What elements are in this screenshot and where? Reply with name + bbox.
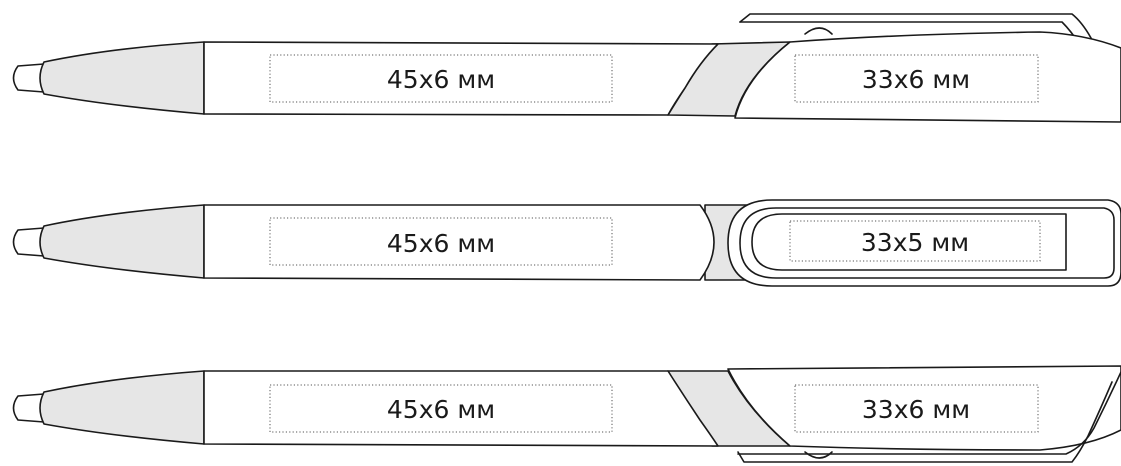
pen-2-barrel [203,204,715,281]
pen-1-barrel-print-area [269,54,613,103]
pen-2-clip-inner-edge [739,207,1115,279]
pen-2-barrel-print-area [269,217,613,266]
pen-3-barrel [203,370,719,447]
pen-2: 45x6 мм 33x5 мм [12,199,1121,287]
pen-3-cap [727,365,1121,451]
pen-3: 45x6 мм 33x6 мм [12,365,1121,463]
pen-1-clip-dimension-label: 33x6 мм [862,65,970,94]
pen-2-clip-plate [751,213,1067,271]
pen-1: 45x6 мм 33x6 мм [12,13,1121,123]
pen-1-nose-cone [39,41,205,115]
pen-2-clip-dimension-label: 33x5 мм [861,228,969,257]
pen-3-clip-inner [737,371,1121,455]
pen-3-clip-dimension-label: 33x6 мм [862,395,970,424]
pen-3-barrel-dimension-label: 45x6 мм [387,395,495,424]
pen-3-clip-print-area [794,384,1039,433]
pen-2-clip-print-area [789,220,1041,262]
pen-2-barrel-dimension-label: 45x6 мм [387,229,495,258]
pen-1-barrel [203,41,719,116]
pen-1-clip-knob [804,27,833,35]
pen-1-clip-print-area [794,54,1039,103]
pen-1-cap [734,31,1121,123]
pen-2-nose-cone [39,204,205,279]
pen-3-refill-tip [12,393,45,423]
pen-1-refill-tip [12,63,45,93]
pen-3-barrel-print-area [269,384,613,433]
pen-3-clip-knob [804,451,833,459]
pen-3-nose-cone [39,370,205,445]
pen-1-barrel-dimension-label: 45x6 мм [387,65,495,94]
pen-2-refill-tip [12,227,45,257]
